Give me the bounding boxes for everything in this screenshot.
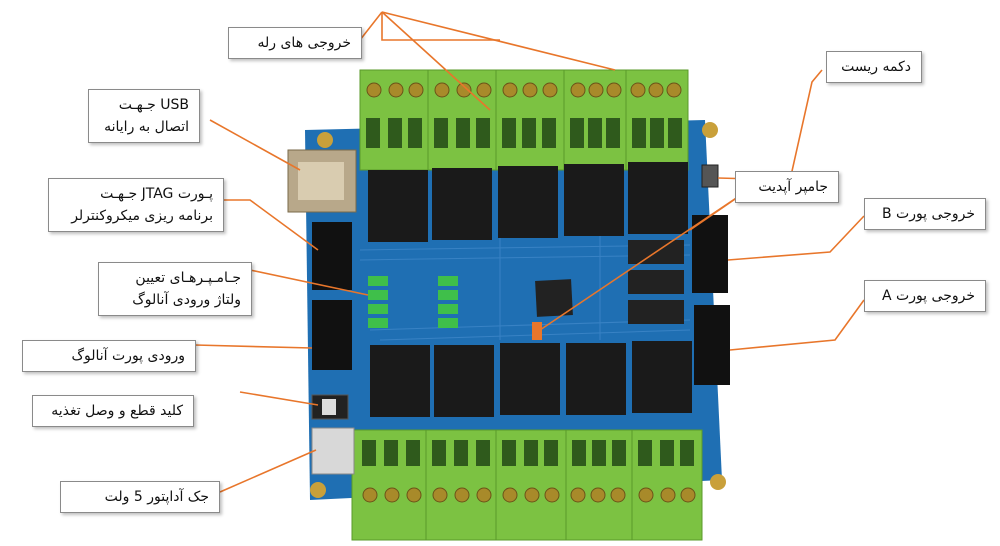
analog-header <box>312 300 352 370</box>
label-jtag-line1: پـورت JTAG جـهـت <box>100 186 213 202</box>
label-port-a-text: خروجی پورت A <box>881 288 975 304</box>
mount-hole <box>702 122 718 138</box>
label-jtag: پـورت JTAG جـهـت برنامه ریزی میکروکنترلر <box>48 178 224 232</box>
label-power-switch-text: کلید قطع و وصل تغذیه <box>51 403 183 419</box>
top-relays <box>368 162 688 242</box>
label-jtag-line2: برنامه ریزی میکروکنترلر <box>71 208 213 224</box>
label-update-jumper: جامپر آپدیت <box>735 171 839 203</box>
label-adc-jumpers-line2: ولتاژ ورودی آنالوگ <box>132 292 241 308</box>
usb-connector-inner <box>298 162 344 200</box>
label-adc-jumpers: جـامـپـرهـای تعیین ولتاژ ورودی آنالوگ <box>98 262 252 316</box>
ic-chip <box>628 300 684 324</box>
label-analog-input-text: ورودی پورت آنالوگ <box>71 348 185 364</box>
top-terminal-slots <box>366 118 682 148</box>
port-a-header <box>694 305 730 385</box>
bottom-screws <box>362 487 696 503</box>
label-port-b: خروجی پورت B <box>864 198 986 230</box>
microcontroller <box>535 279 573 317</box>
label-update-jumper-text: جامپر آپدیت <box>758 179 828 195</box>
label-reset-button: دکمه ریست <box>826 51 922 83</box>
label-usb-line2: اتصال به رایانه <box>104 119 189 135</box>
label-analog-input: ورودی پورت آنالوگ <box>22 340 196 372</box>
jtag-header <box>312 222 352 290</box>
label-port-a: خروجی پورت A <box>864 280 986 312</box>
label-adapter-jack: جک آداپتور 5 ولت <box>60 481 220 513</box>
label-port-b-text: خروجی پورت B <box>881 206 975 222</box>
port-b-header <box>692 215 728 293</box>
label-reset-button-text: دکمه ریست <box>841 59 911 75</box>
label-adc-jumpers-line1: جـامـپـرهـای تعیین <box>135 270 241 286</box>
power-switch-knob <box>322 399 336 415</box>
mount-hole <box>710 474 726 490</box>
label-relay-outputs-text: خروجی های رله <box>257 35 351 51</box>
label-usb: USB جـهـت اتصال به رایانه <box>88 89 200 143</box>
bottom-terminal-slots <box>362 440 694 466</box>
label-adapter-jack-text: جک آداپتور 5 ولت <box>104 489 209 505</box>
mount-hole <box>310 482 326 498</box>
label-usb-line1: USB جـهـت <box>118 97 189 113</box>
label-relay-outputs: خروجی های رله <box>228 27 362 59</box>
ic-chip <box>628 270 684 294</box>
mount-hole <box>317 132 333 148</box>
label-power-switch: کلید قطع و وصل تغذیه <box>32 395 194 427</box>
update-jumper-part <box>532 322 542 340</box>
adc-jumpers <box>368 276 458 328</box>
dc-jack-part <box>311 427 355 475</box>
reset-button-part <box>701 164 719 188</box>
top-screws <box>366 82 682 98</box>
bottom-relays <box>370 341 692 417</box>
